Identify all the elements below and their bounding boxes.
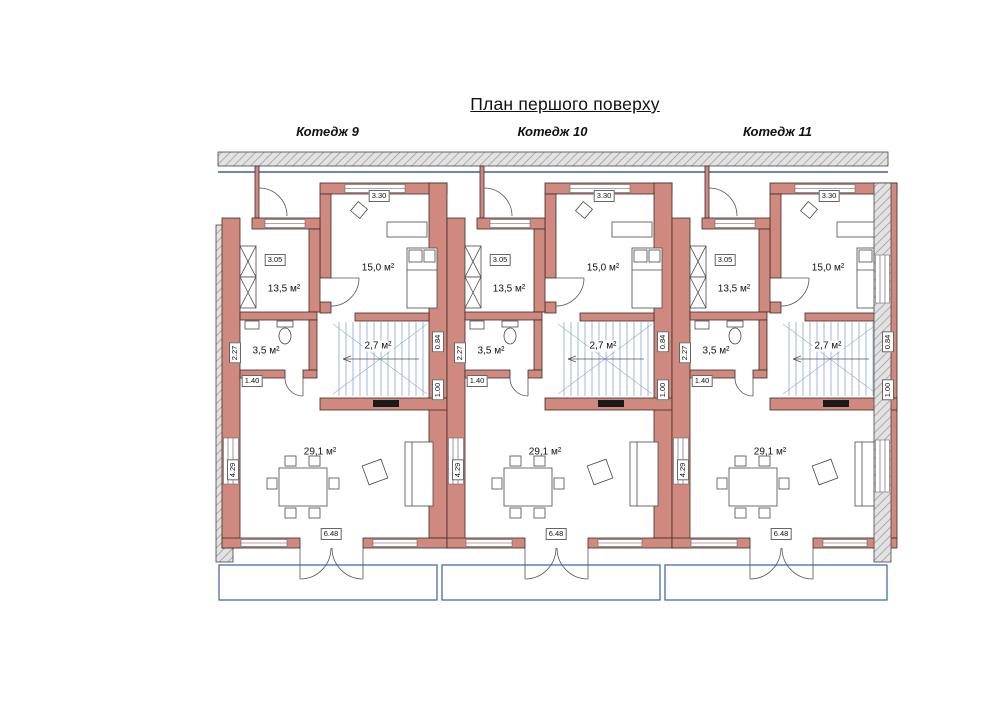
dim-6-48: 6.48 — [770, 528, 792, 540]
dim-0-84: 0.84 — [882, 331, 894, 353]
bathroom-area-label: 3,5 м² — [477, 345, 505, 357]
living-area-label: 29,1 м² — [528, 446, 562, 458]
stairs-area-label: 2,7 м² — [587, 340, 619, 352]
dim-6-48: 6.48 — [545, 528, 567, 540]
dim-3-30: 3.30 — [818, 190, 840, 202]
dim-1-40: 1.40 — [241, 375, 263, 387]
unit-2-labels: Котедж 10 15,0 м² 13,5 м² 3,5 м² 2,7 м² … — [440, 124, 669, 605]
living-area-label: 29,1 м² — [753, 446, 787, 458]
unit-1-title: Котедж 9 — [296, 124, 359, 139]
dim-3-30: 3.30 — [368, 190, 390, 202]
bedroom-area-label: 15,0 м² — [586, 262, 620, 274]
terrace-3 — [664, 564, 888, 601]
stairs-area-label: 2,7 м² — [812, 340, 844, 352]
page-title: План першого поверху — [470, 94, 660, 114]
dim-2-27: 2.27 — [679, 342, 691, 364]
dim-3-30: 3.30 — [593, 190, 615, 202]
bathroom-area-label: 3,5 м² — [702, 345, 730, 357]
dim-1-40: 1.40 — [691, 375, 713, 387]
living-area-label: 29,1 м² — [303, 446, 337, 458]
bathroom-area-label: 3,5 м² — [252, 345, 280, 357]
dim-3-05: 3.05 — [264, 254, 286, 266]
dim-2-27: 2.27 — [229, 342, 241, 364]
outer-wall-top — [217, 151, 889, 167]
terrace-2 — [441, 564, 661, 601]
bedroom-area-label: 15,0 м² — [361, 262, 395, 274]
room-area-label: 13,5 м² — [717, 283, 751, 295]
dim-3-05: 3.05 — [489, 254, 511, 266]
dim-4-29: 4.29 — [227, 459, 239, 481]
bedroom-area-label: 15,0 м² — [811, 262, 845, 274]
room-area-label: 13,5 м² — [267, 283, 301, 295]
dim-4-29: 4.29 — [677, 459, 689, 481]
dim-3-05: 3.05 — [714, 254, 736, 266]
room-area-label: 13,5 м² — [492, 283, 526, 295]
terrace-1 — [218, 564, 438, 601]
unit-3-title: Котедж 11 — [743, 124, 812, 139]
dim-1-40: 1.40 — [466, 375, 488, 387]
stairs-area-label: 2,7 м² — [362, 340, 394, 352]
dim-6-48: 6.48 — [320, 528, 342, 540]
dim-1-00: 1.00 — [882, 379, 894, 401]
dim-2-27: 2.27 — [454, 342, 466, 364]
unit-2-title: Котедж 10 — [517, 124, 588, 139]
unit-3-labels: Котедж 11 15,0 м² 13,5 м² 3,5 м² 2,7 м² … — [665, 124, 894, 605]
dim-4-29: 4.29 — [452, 459, 464, 481]
unit-1-labels: Котедж 9 15,0 м² 13,5 м² 3,5 м² 2,7 м² 2… — [215, 124, 444, 605]
